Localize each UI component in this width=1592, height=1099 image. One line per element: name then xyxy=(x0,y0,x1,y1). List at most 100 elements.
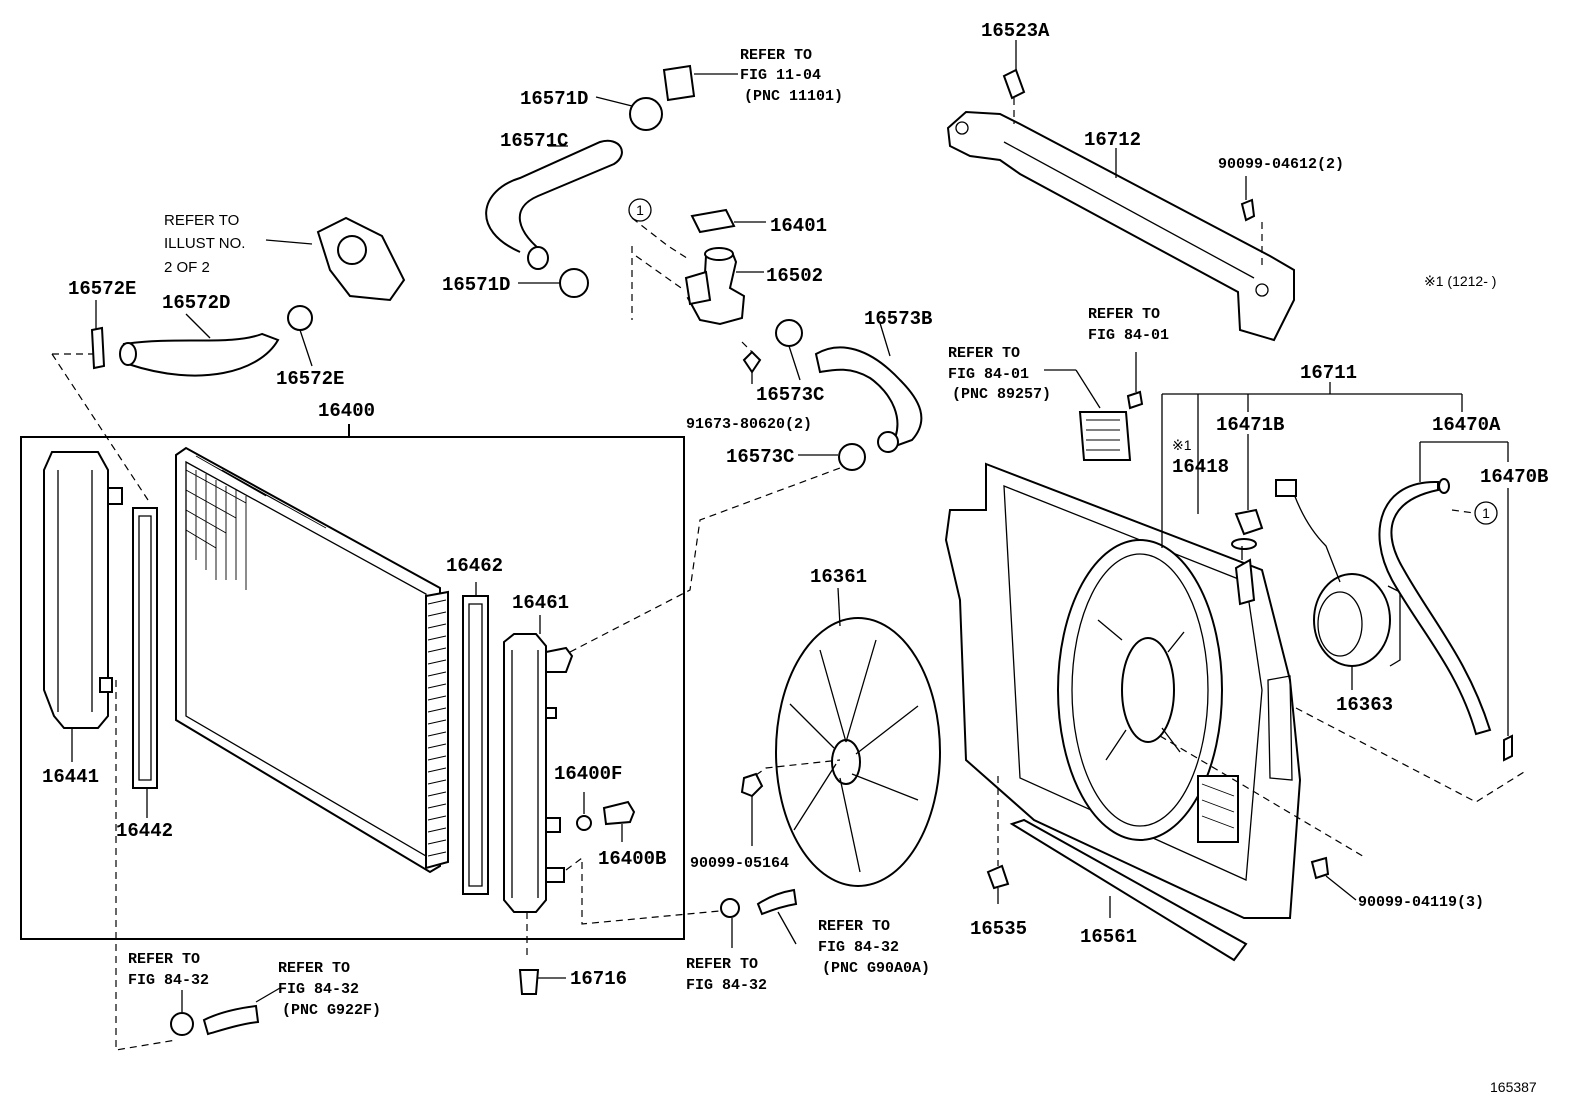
lower-left-hose-illustration xyxy=(170,987,281,1036)
part-16441-label: 16441 xyxy=(42,766,99,788)
drain-cock-illustration xyxy=(576,792,636,842)
part-16571C-label: 16571C xyxy=(500,130,568,152)
part-16572E-left-label: 16572E xyxy=(68,278,136,300)
ref-fig-84-32-left: REFER TO FIG 84-32 xyxy=(128,951,209,989)
radiator-plug-illustration xyxy=(518,969,566,995)
shroud-group-leader xyxy=(1161,382,1509,548)
part-16716-label: 16716 xyxy=(570,968,627,990)
diagram-id: 165387 xyxy=(1490,1079,1537,1095)
fan-nut-illustration xyxy=(740,772,764,846)
fan-motor-illustration xyxy=(1275,479,1401,690)
ref-illust-line1: REFER TO xyxy=(164,212,239,229)
ref-fig-11-04-line3: (PNC 11101) xyxy=(744,88,843,105)
fan-shroud-illustration xyxy=(944,462,1302,919)
part-16442-label: 16442 xyxy=(116,820,173,842)
part-16361-label: 16361 xyxy=(810,566,867,588)
ref-illust-line2: ILLUST NO. xyxy=(164,235,245,252)
part-16461-label: 16461 xyxy=(512,592,569,614)
marker-one-left: 1 xyxy=(636,202,644,218)
part-91673-80620-label: 91673-80620(2) xyxy=(686,416,812,433)
reference-marker-one: 1 1 xyxy=(628,198,1498,525)
left-tank-gasket-illustration xyxy=(132,507,158,818)
part-16523A-label: 16523A xyxy=(981,20,1050,42)
part-16571D-top-label: 16571D xyxy=(520,88,588,110)
cooling-fan-illustration xyxy=(745,587,941,887)
radiator-assembly-frame xyxy=(20,424,685,940)
ref-fig-84-32-hose: REFER TO FIG 84-32 (PNC G90A0A) xyxy=(818,918,930,977)
part-90099-04612-label: 90099-04612(2) xyxy=(1218,156,1344,173)
part-16573B-label: 16573B xyxy=(864,308,932,330)
shroud-cushion-illustration xyxy=(986,776,1010,904)
ref-84-32-clamp-line2: FIG 84-32 xyxy=(686,977,767,994)
part-16502-label: 16502 xyxy=(766,265,823,287)
leader-left-hose xyxy=(115,680,177,1051)
part-16573C-upper-label: 16573C xyxy=(756,384,824,406)
marker-one-right: 1 xyxy=(1482,505,1490,521)
part-16400-label: 16400 xyxy=(318,400,375,422)
part-16401-label: 16401 xyxy=(770,215,827,237)
part-16572D-label: 16572D xyxy=(162,292,230,314)
overflow-hose-illustration xyxy=(90,216,406,377)
radiator-support-illustration xyxy=(946,40,1295,342)
ref-illust-2of2: REFER TO ILLUST NO. 2 OF 2 xyxy=(164,212,245,276)
radiator-hose-b-illustration xyxy=(775,319,923,471)
ref-84-01-relay-line1: REFER TO xyxy=(948,345,1020,362)
note-1-symbol: ※1 xyxy=(1172,437,1192,453)
ref-84-01-relay-line2: FIG 84-01 xyxy=(948,366,1029,383)
part-16470A-label: 16470A xyxy=(1432,414,1501,436)
part-16561-label: 16561 xyxy=(1080,926,1137,948)
part-16571D-mid-label: 16571D xyxy=(442,274,510,296)
ref-fig-84-01-relay: REFER TO FIG 84-01 (PNC 89257) xyxy=(948,345,1051,403)
ref-fig-84-32-left-hose: REFER TO FIG 84-32 (PNC G922F) xyxy=(278,960,381,1019)
ref-84-32-lh-line2: FIG 84-32 xyxy=(278,981,359,998)
part-90099-04119-label: 90099-04119(3) xyxy=(1358,894,1484,911)
leader-overflow xyxy=(51,353,149,501)
part-16363-label: 16363 xyxy=(1336,694,1393,716)
fan-relay-illustration xyxy=(1044,352,1144,461)
ref-84-32-lh-line1: REFER TO xyxy=(278,960,350,977)
radiator-right-tank-illustration xyxy=(503,615,574,958)
ref-fig-11-04-line1: REFER TO xyxy=(740,47,812,64)
part-16400B-label: 16400B xyxy=(598,848,666,870)
radiator-left-tank-illustration xyxy=(43,451,123,762)
ref-illust-line3: 2 OF 2 xyxy=(164,259,210,276)
shroud-cap-illustration xyxy=(1231,434,1264,560)
ref-84-32-hose-line1: REFER TO xyxy=(818,918,890,935)
part-16712-label: 16712 xyxy=(1084,129,1141,151)
ref-84-01-bolt-line1: REFER TO xyxy=(1088,306,1160,323)
reserve-hose-illustration xyxy=(1378,478,1513,762)
part-16572E-right-label: 16572E xyxy=(276,368,344,390)
ref-fig-11-04: REFER TO FIG 11-04 (PNC 11101) xyxy=(740,47,843,105)
leader-shroud-bolt xyxy=(1159,735,1367,859)
ref-84-01-relay-line3: (PNC 89257) xyxy=(952,386,1051,403)
ref-84-32-hose-line2: FIG 84-32 xyxy=(818,939,899,956)
part-16535-label: 16535 xyxy=(970,918,1027,940)
ref-fig-84-01-bolt: REFER TO FIG 84-01 xyxy=(1088,306,1169,344)
part-16462-label: 16462 xyxy=(446,555,503,577)
water-outlet-illustration xyxy=(631,208,766,384)
right-tank-gasket-illustration xyxy=(462,582,489,895)
leader-lower-hose xyxy=(565,856,731,925)
leader-motor-frame xyxy=(1295,707,1525,803)
radiator-core-illustration xyxy=(175,446,449,874)
ref-fig-11-04-line2: FIG 11-04 xyxy=(740,67,821,84)
shroud-bolt-illustration xyxy=(1310,856,1357,901)
ref-fig-84-32-clamp: REFER TO FIG 84-32 xyxy=(686,956,767,994)
part-16418-label: 16418 xyxy=(1172,456,1229,478)
ref-84-01-bolt-line2: FIG 84-01 xyxy=(1088,327,1169,344)
part-16711-label: 16711 xyxy=(1300,362,1357,384)
ref-84-32-lh-line3: (PNC G922F) xyxy=(282,1002,381,1019)
lower-middle-hose-illustration xyxy=(720,888,798,948)
shroud-seal-illustration xyxy=(1009,818,1248,962)
part-16400F-label: 16400F xyxy=(554,763,622,785)
ref-84-32-left-line1: REFER TO xyxy=(128,951,200,968)
ref-84-32-hose-line3: (PNC G90A0A) xyxy=(822,960,930,977)
leader-upper-hose xyxy=(569,467,841,653)
part-16573C-lower-label: 16573C xyxy=(726,446,794,468)
ref-84-32-left-line2: FIG 84-32 xyxy=(128,972,209,989)
part-16470B-label: 16470B xyxy=(1480,466,1548,488)
ref-84-32-clamp-line1: REFER TO xyxy=(686,956,758,973)
note-1-text: ※1 (1212- ) xyxy=(1424,273,1496,289)
part-16471B-label: 16471B xyxy=(1216,414,1284,436)
upper-hose-illustration xyxy=(485,64,738,298)
